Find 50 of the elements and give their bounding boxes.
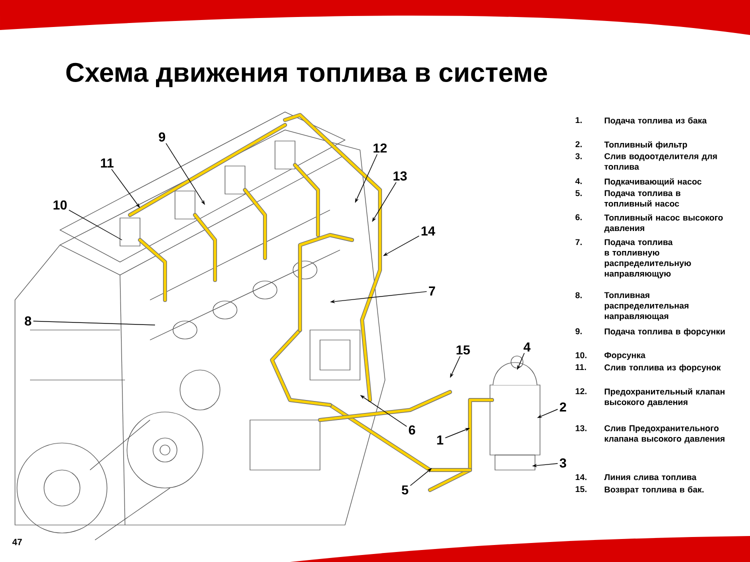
- list-number: 10.: [576, 352, 586, 358]
- list-item: Слив Предохранительного клапана высокого давления: [604, 425, 724, 444]
- callout-number: 2: [560, 402, 566, 412]
- list-number: 9.: [576, 328, 582, 334]
- leader-line: [68, 210, 122, 240]
- list-item: Подача топлива из бака: [604, 117, 707, 126]
- list-item: Форсунка: [604, 352, 646, 360]
- callout-number: 14: [422, 226, 436, 236]
- list-item: Подкачивающий насос: [604, 178, 702, 186]
- callout-number: 1: [437, 436, 444, 444]
- list-item: Топливный фильтр: [604, 141, 688, 150]
- list-number: 5.: [575, 190, 582, 196]
- list-number: 12.: [576, 388, 586, 394]
- list-number: 13.: [576, 425, 586, 432]
- callout-number: 12: [374, 143, 387, 153]
- callout-number: 9: [158, 132, 166, 142]
- list-number: 2.: [576, 141, 582, 148]
- callout-number: 10: [54, 200, 67, 210]
- list-item: Слив водоотделителя для топлива: [604, 153, 717, 170]
- title: Схема движения топлива в системе: [66, 62, 548, 88]
- list-item: Возврат топлива в бак.: [604, 486, 704, 494]
- callout-number: 5: [402, 485, 408, 495]
- callout-number: 4: [524, 342, 531, 352]
- list-number: 11.: [576, 364, 586, 370]
- leader-line: [410, 468, 432, 486]
- page-number: 47: [12, 538, 22, 546]
- list-item: Топливная распределительная направляющая: [604, 292, 688, 321]
- list-item: Слив топлива из форсунок: [604, 364, 721, 372]
- list-number: 3.: [575, 153, 582, 160]
- leader-line: [32, 320, 156, 326]
- list-item: Предохранительный клапан высокого давления: [604, 388, 724, 407]
- list-item: Подача топлива в топливный насос: [604, 190, 680, 207]
- list-number: 1.: [576, 117, 582, 124]
- callout-number: 6: [408, 425, 416, 435]
- list-number: 15.: [576, 486, 586, 492]
- list-item: Топливный насос высокого давления: [604, 214, 723, 233]
- list-number: 6.: [576, 214, 582, 220]
- callout-number: 3: [560, 458, 566, 468]
- callout-number: 7: [428, 286, 436, 296]
- list-item: Подача топлива в топливную распределительную направляющую: [604, 239, 691, 278]
- callout-number: 11: [100, 158, 114, 168]
- list-item: Подача топлива в форсунки: [604, 328, 725, 336]
- callout-number: 15: [456, 345, 470, 355]
- list-number: 8.: [575, 292, 582, 298]
- list-number: 4.: [575, 178, 582, 184]
- list-item: Линия слива топлива: [604, 474, 696, 480]
- callout-number: 8: [24, 316, 32, 326]
- callout-number: 13: [394, 171, 407, 181]
- list-number: 14.: [576, 474, 586, 480]
- list-number: 7.: [576, 239, 582, 246]
